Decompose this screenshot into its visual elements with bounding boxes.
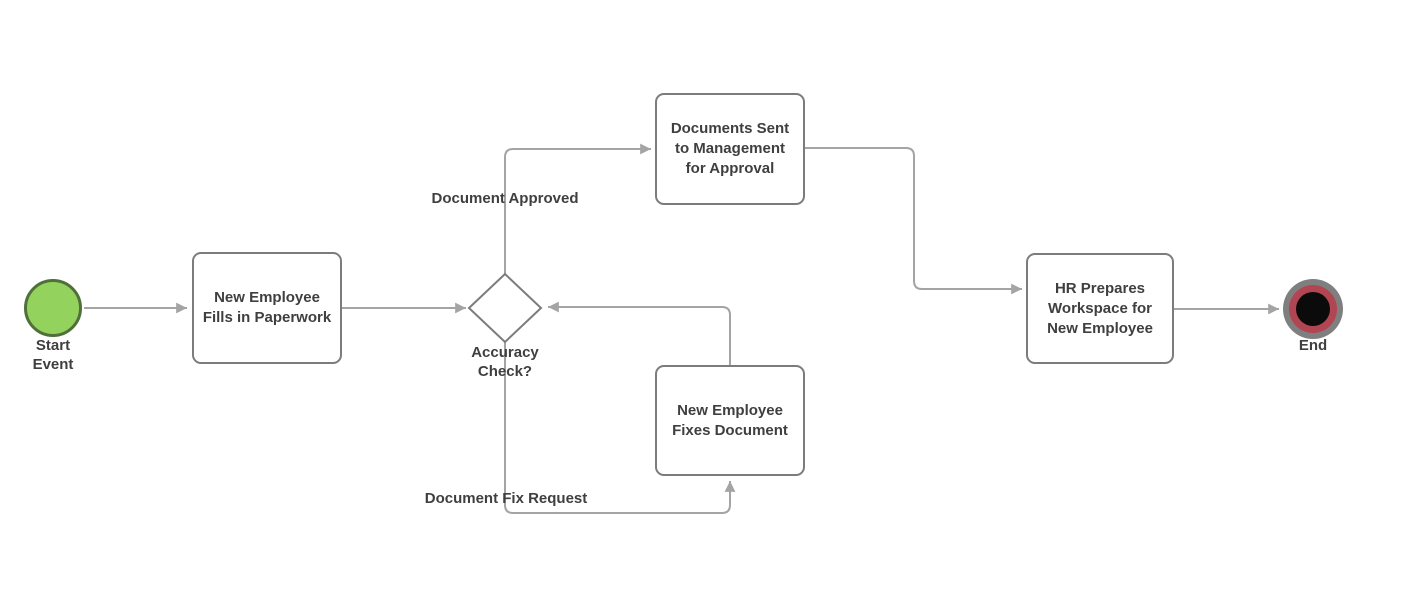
task-label: Documents Sent to Management for Approva…: [670, 120, 790, 177]
task-label: New Employee Fixes Document: [672, 401, 788, 439]
task-new-employee-fixes-document[interactable]: New Employee Fixes Document: [655, 365, 805, 476]
edge-label-document-approved: Document Approved: [431, 190, 579, 207]
flow-management-to-hr[interactable]: [804, 147, 1022, 295]
start-event-label: Start Event: [32, 337, 74, 373]
end-event-node[interactable]: [1296, 292, 1330, 326]
task-documents-sent-to-management[interactable]: Documents Sent to Management for Approva…: [655, 93, 805, 205]
accuracy-check-gateway[interactable]: [467, 272, 543, 344]
start-event-node[interactable]: [24, 279, 82, 337]
gateway-label: Accuracy Check?: [471, 344, 539, 380]
flow-gateway-to-fixdoc[interactable]: [504, 342, 736, 514]
task-hr-prepares-workspace[interactable]: HR Prepares Workspace for New Employee: [1026, 253, 1174, 364]
task-label: HR Prepares Workspace for New Employee: [1047, 279, 1153, 337]
end-event-label: End: [1298, 337, 1328, 354]
flow-gateway-to-management[interactable]: [504, 143, 651, 276]
task-label: New Employee Fills in Paperwork: [202, 289, 332, 326]
edge-label-document-fix-request: Document Fix Request: [424, 490, 588, 507]
task-new-employee-fills-paperwork[interactable]: New Employee Fills in Paperwork: [192, 252, 342, 364]
flow-fixdoc-to-gateway[interactable]: [548, 301, 731, 365]
